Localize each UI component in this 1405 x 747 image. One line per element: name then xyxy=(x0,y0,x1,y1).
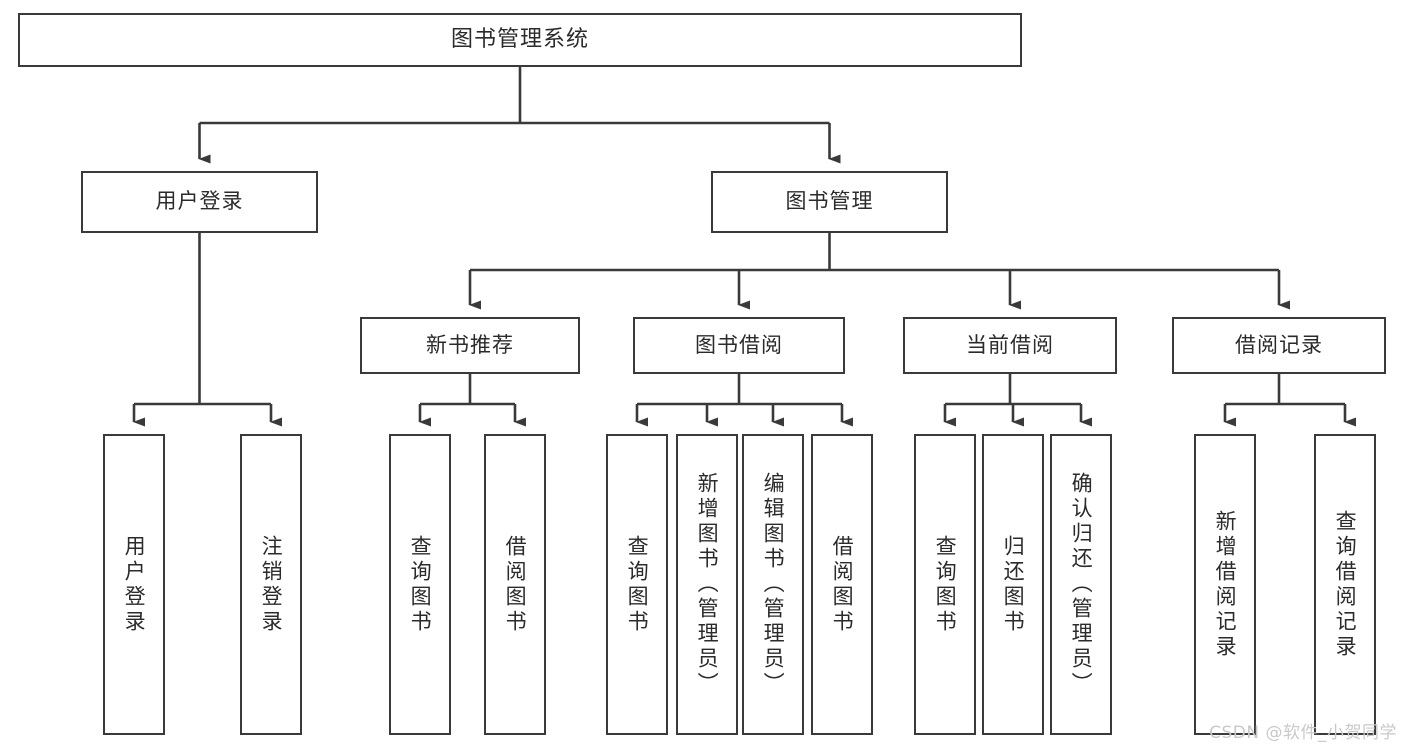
node-user-login[interactable]: 用户登录 xyxy=(81,171,318,233)
node-label: 注销登录 xyxy=(259,534,284,635)
node-leaf-borrow-book-rec[interactable]: 借阅图书 xyxy=(484,434,546,735)
node-borrow-record[interactable]: 借阅记录 xyxy=(1172,317,1386,374)
node-leaf-logout[interactable]: 注销登录 xyxy=(240,434,302,735)
node-label: 图书管理系统 xyxy=(450,26,589,52)
node-leaf-return-book[interactable]: 归还图书 xyxy=(982,434,1044,735)
node-leaf-user-login[interactable]: 用户登录 xyxy=(103,434,165,735)
node-book-manage[interactable]: 图书管理 xyxy=(711,171,948,233)
node-leaf-edit-book[interactable]: 编辑图书（管理员） xyxy=(742,434,804,735)
node-new-book-rec[interactable]: 新书推荐 xyxy=(360,317,580,374)
node-label: 查询借阅记录 xyxy=(1333,509,1358,660)
node-leaf-query-record[interactable]: 查询借阅记录 xyxy=(1314,434,1376,735)
node-label: 编辑图书（管理员） xyxy=(761,472,786,697)
node-leaf-add-book[interactable]: 新增图书（管理员） xyxy=(676,434,738,735)
node-book-borrow[interactable]: 图书借阅 xyxy=(633,317,845,374)
node-label: 当前借阅 xyxy=(966,332,1054,357)
node-label: 确认归还（管理员） xyxy=(1069,472,1094,697)
node-label: 新增借阅记录 xyxy=(1213,509,1238,660)
node-leaf-confirm-return[interactable]: 确认归还（管理员） xyxy=(1050,434,1112,735)
node-label: 借阅图书 xyxy=(830,534,855,635)
node-label: 归还图书 xyxy=(1001,534,1026,635)
node-label: 图书管理 xyxy=(785,189,874,214)
node-label: 借阅记录 xyxy=(1235,332,1323,357)
node-root[interactable]: 图书管理系统 xyxy=(18,13,1022,67)
node-label: 用户登录 xyxy=(155,189,244,214)
node-leaf-query-book-cur[interactable]: 查询图书 xyxy=(914,434,976,735)
node-label: 查询图书 xyxy=(408,534,433,635)
node-leaf-borrow-book[interactable]: 借阅图书 xyxy=(811,434,873,735)
watermark-text: CSDN @软件_小贺同学 xyxy=(1209,723,1397,743)
node-label: 查询图书 xyxy=(933,534,958,635)
node-label: 用户登录 xyxy=(122,534,147,635)
node-leaf-query-book-rec[interactable]: 查询图书 xyxy=(389,434,451,735)
node-leaf-add-record[interactable]: 新增借阅记录 xyxy=(1194,434,1256,735)
node-current-borrow[interactable]: 当前借阅 xyxy=(903,317,1117,374)
node-leaf-query-book-borrow[interactable]: 查询图书 xyxy=(606,434,668,735)
node-label: 借阅图书 xyxy=(503,534,528,635)
node-label: 新增图书（管理员） xyxy=(695,472,720,697)
node-label: 图书借阅 xyxy=(695,332,783,357)
node-label: 查询图书 xyxy=(625,534,650,635)
node-label: 新书推荐 xyxy=(426,332,514,357)
